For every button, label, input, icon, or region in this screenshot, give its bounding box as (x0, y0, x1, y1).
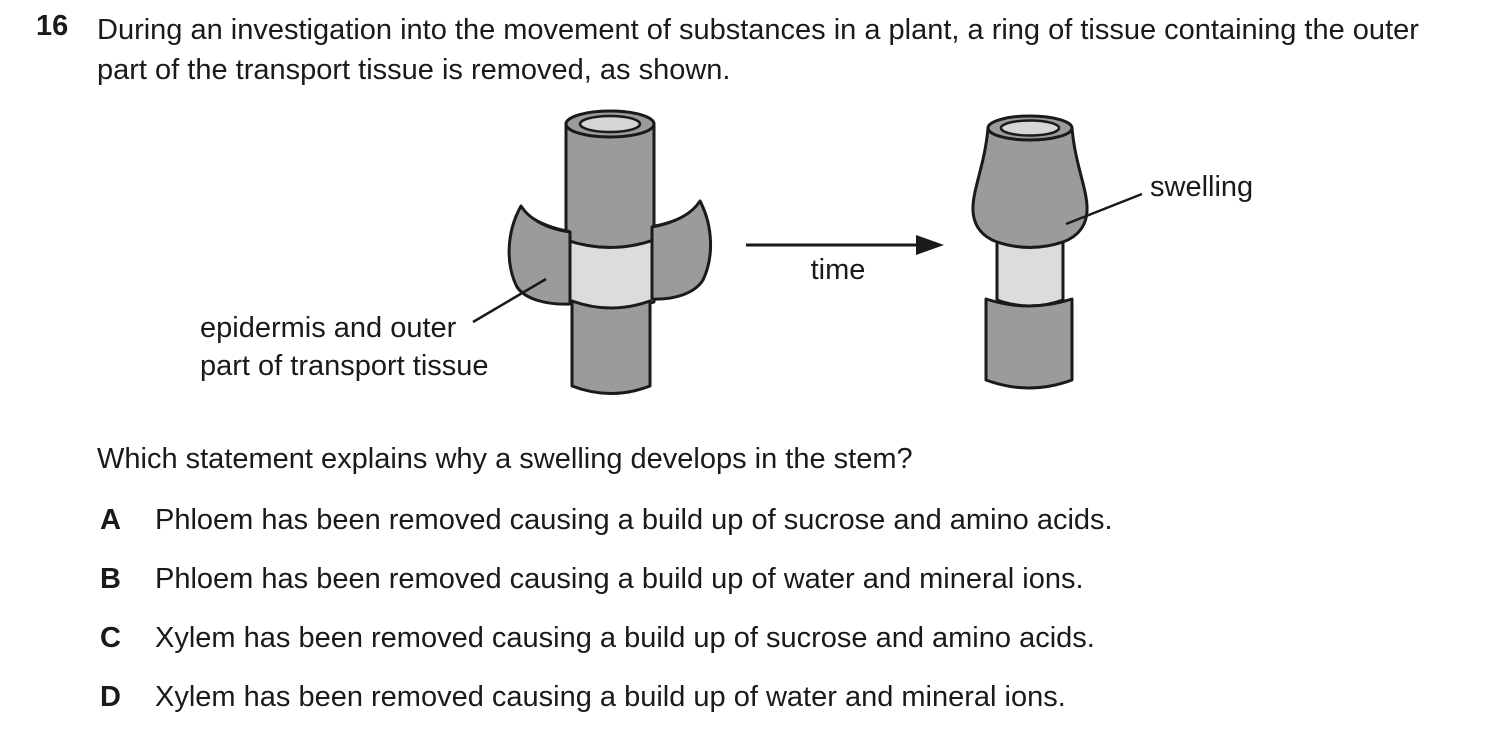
removed-ring-right (650, 199, 712, 301)
option-b: B Phloem has been removed causing a build… (100, 563, 1400, 596)
question-number: 16 (36, 10, 69, 42)
epidermis-label-line2: part of transport tissue (200, 350, 489, 382)
stem-after-top-opening (999, 119, 1061, 137)
option-c-letter: C (100, 622, 121, 654)
stem-after-swollen-upper (971, 126, 1089, 249)
question-stem-text: During an investigation into the movemen… (97, 14, 1419, 86)
epidermis-label: epidermis and outer part of transport ti… (200, 309, 489, 385)
option-c-text: Xylem has been removed causing a build u… (155, 622, 1095, 654)
option-a: A Phloem has been removed causing a build… (100, 504, 1400, 537)
stem-before (507, 109, 712, 395)
epidermis-leader-line (472, 277, 547, 324)
stem-after-lower-cylinder (984, 297, 1074, 390)
epidermis-label-line1: epidermis and outer (200, 312, 457, 344)
option-b-letter: B (100, 563, 121, 595)
stem-before-cut-band (564, 238, 656, 311)
option-a-letter: A (100, 504, 121, 536)
stem-after (971, 114, 1089, 390)
time-label: time (810, 254, 866, 286)
stem-after-cut-band (995, 240, 1065, 308)
option-d: D Xylem has been removed causing a build … (100, 681, 1400, 714)
stem-before-lower-cylinder (570, 299, 652, 395)
option-d-text: Xylem has been removed causing a build u… (155, 681, 1066, 713)
option-a-text: Phloem has been removed causing a build … (155, 504, 1113, 536)
question-prompt: Which statement explains why a swelling … (97, 443, 913, 475)
time-arrow (746, 235, 944, 255)
stem-before-upper-cylinder (564, 122, 656, 249)
time-arrowhead (916, 235, 944, 255)
swelling-label: swelling (1150, 171, 1254, 203)
removed-ring-left-rim (523, 210, 571, 232)
option-c: C Xylem has been removed causing a build … (100, 622, 1400, 655)
removed-ring-right-rim (651, 205, 698, 227)
option-d-letter: D (100, 681, 121, 713)
option-b-text: Phloem has been removed causing a build … (155, 563, 1084, 595)
stem-before-top-opening (578, 114, 642, 134)
swelling-leader-line (1065, 192, 1143, 226)
